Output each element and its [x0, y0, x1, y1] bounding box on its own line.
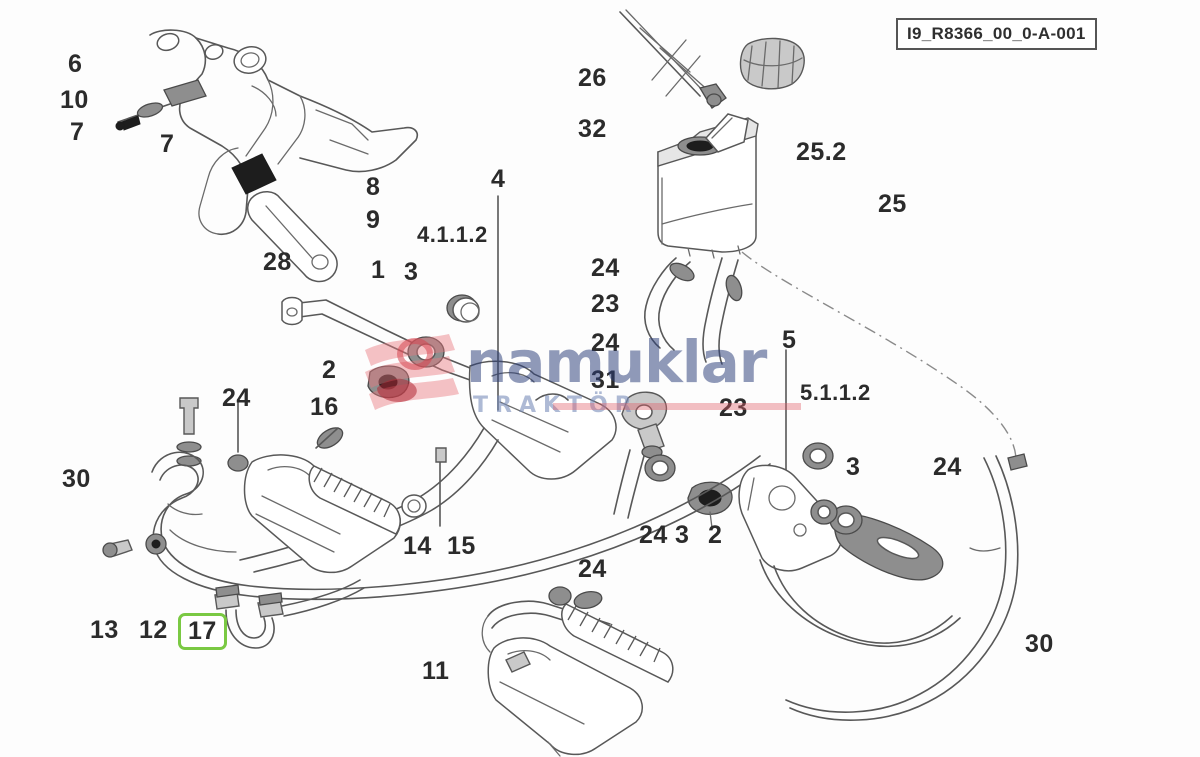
lower-right-bracket [738, 453, 1028, 721]
reference-code-box: I9_R8366_00_0-A-001 [896, 18, 1097, 50]
callout-label-31: 31 [591, 366, 620, 394]
callout-label-30: 30 [1025, 630, 1054, 658]
master-cylinder-left [102, 397, 771, 601]
callout-label-12: 12 [139, 616, 168, 644]
callout-label-28: 28 [263, 248, 292, 276]
item-17-hose [214, 579, 365, 649]
middle-right-cluster [613, 349, 834, 529]
callout-label-24: 24 [591, 329, 620, 357]
callout-label-14: 14 [403, 532, 432, 560]
callout-label-23: 23 [591, 290, 620, 318]
callout-label-15: 15 [447, 532, 476, 560]
callout-label-3: 3 [675, 521, 690, 549]
callout-label-5: 5 [782, 326, 797, 354]
callout-label-30: 30 [62, 465, 91, 493]
callout-label-10: 10 [60, 86, 89, 114]
callout-label-8: 8 [366, 173, 381, 201]
dipstick-assembly [619, 9, 727, 109]
callout-label-32: 32 [578, 115, 607, 143]
callout-label-16: 16 [310, 393, 339, 421]
callout-label-5-1-1-2: 5.1.1.2 [800, 380, 871, 405]
callout-label-24: 24 [222, 384, 251, 412]
callout-label-24: 24 [639, 521, 668, 549]
callout-label-3: 3 [404, 258, 419, 286]
callout-label-17[interactable]: 17 [178, 613, 227, 650]
callout-label-13: 13 [90, 616, 119, 644]
callout-label-24: 24 [591, 254, 620, 282]
callout-label-7: 7 [70, 118, 85, 146]
pedal-bracket-assembly [115, 29, 419, 283]
dash-dot-reference-line [741, 251, 1017, 461]
callout-label-26: 26 [578, 64, 607, 92]
callout-label-7: 7 [160, 130, 175, 158]
callout-label-3: 3 [846, 453, 861, 481]
callout-label-6: 6 [68, 50, 83, 78]
callout-label-11: 11 [422, 657, 450, 685]
reservoir-tank [657, 113, 759, 259]
callout-label-1: 1 [371, 256, 386, 284]
master-cylinder-lower [481, 586, 674, 757]
callout-label-4: 4 [491, 165, 506, 193]
callout-label-2: 2 [708, 521, 723, 549]
callout-label-23: 23 [719, 394, 748, 422]
item-4-rod [452, 195, 499, 411]
reservoir-cap [739, 37, 805, 90]
callout-label-4-1-1-2: 4.1.1.2 [417, 222, 488, 247]
reservoir-hoses [644, 257, 743, 365]
callout-label-24: 24 [933, 453, 962, 481]
callout-label-2: 2 [322, 356, 337, 384]
callout-label-24: 24 [578, 555, 607, 583]
callout-label-9: 9 [366, 206, 381, 234]
callout-label-25: 25 [878, 190, 907, 218]
callout-label-25-2: 25.2 [796, 138, 847, 166]
